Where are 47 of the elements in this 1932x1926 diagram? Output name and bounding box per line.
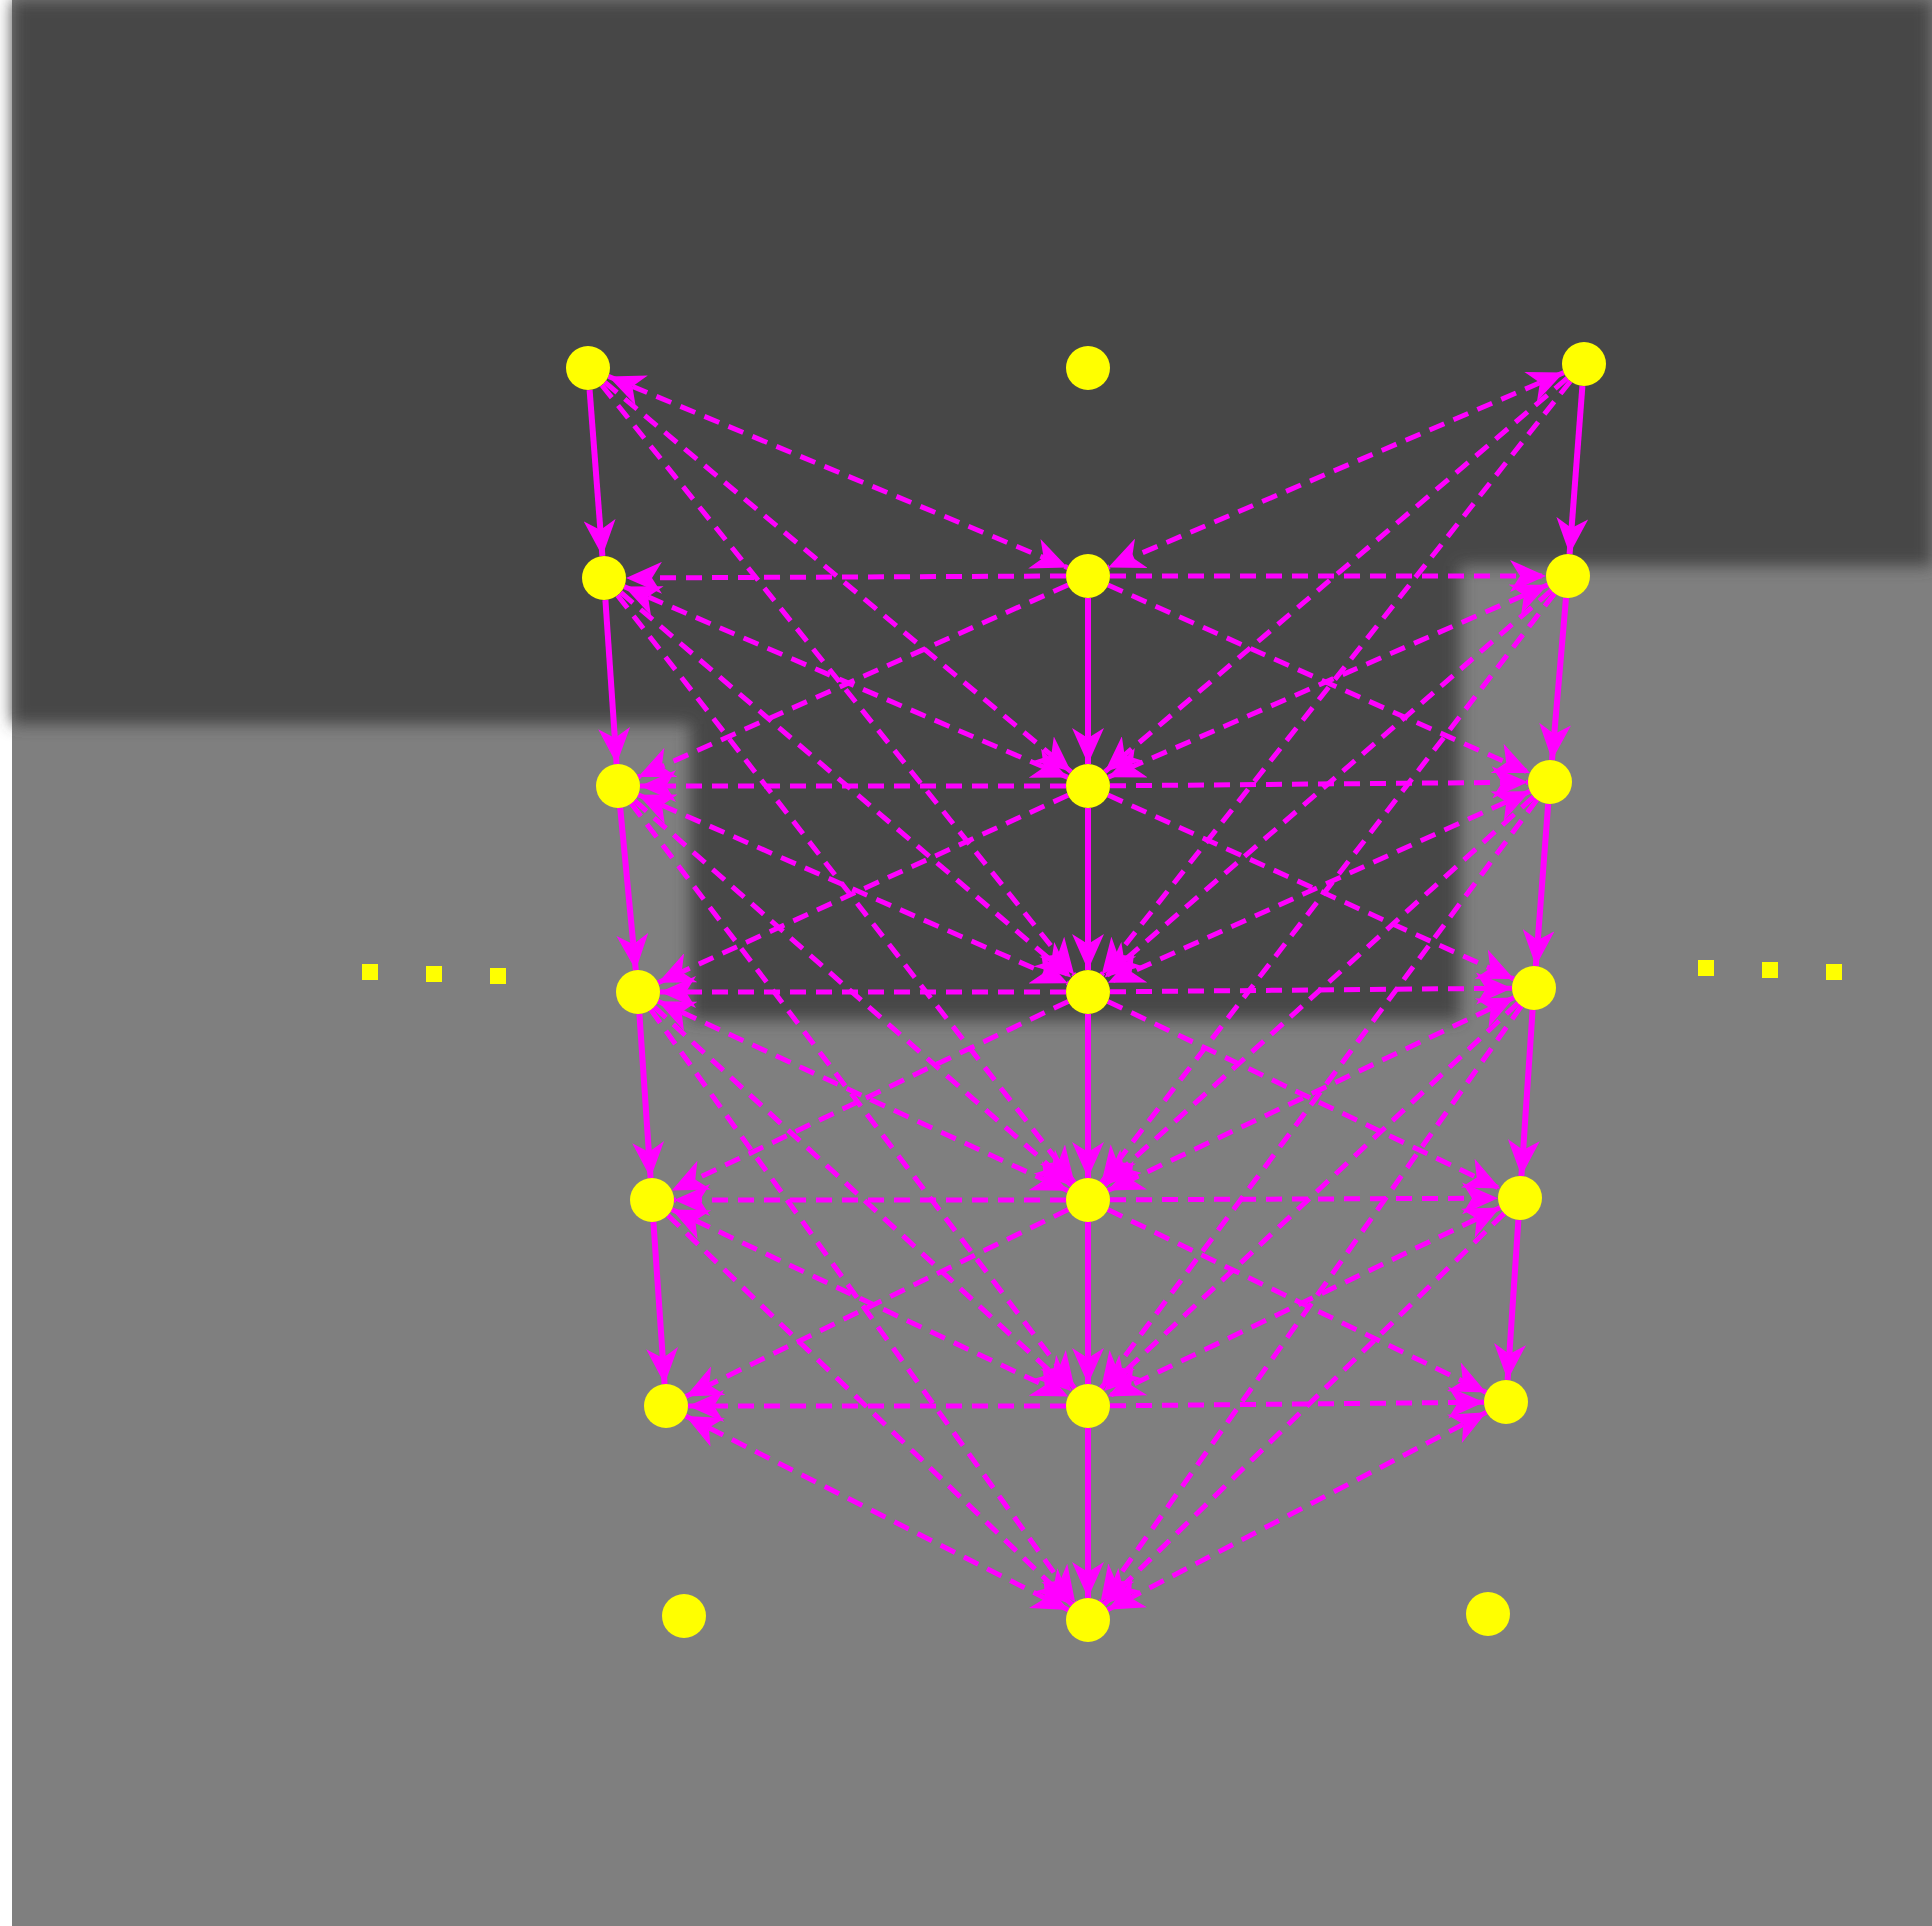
- dashed-arrow: [1107, 370, 1565, 570]
- dashed-arrow: [1102, 1211, 1506, 1607]
- arrow: [1539, 597, 1572, 761]
- dashed-arrow: [660, 976, 1066, 1008]
- dashed-arrow: [1109, 766, 1529, 799]
- dashed-arrow: [626, 561, 1066, 594]
- arrow: [1072, 808, 1104, 970]
- dashed-arrow: [1109, 972, 1513, 1005]
- dashed-arrow: [1099, 379, 1573, 977]
- dashed-arrow: [674, 1184, 1066, 1216]
- dashed-arrow: [1109, 1386, 1485, 1419]
- dashed-arrow: [648, 1008, 1078, 1604]
- arrow: [1507, 1009, 1540, 1177]
- dashed-arrow: [1099, 591, 1557, 1185]
- dashed-arrow: [1098, 1004, 1524, 1604]
- dashed-arrow: [632, 798, 1074, 1188]
- arrow: [598, 599, 631, 765]
- dashed-arrow: [1099, 798, 1539, 1390]
- dashed-arrow: [599, 383, 1077, 977]
- dashed-arrow: [1110, 1182, 1498, 1215]
- dashed-arrow: [607, 374, 1069, 570]
- dashed-arrow: [615, 593, 1077, 1185]
- arrow: [1072, 1428, 1104, 1598]
- arrow: [646, 1221, 679, 1385]
- dashed-arrow: [652, 1004, 1074, 1394]
- dashed-arrow: [688, 1390, 1066, 1422]
- dashed-arrow: [619, 590, 1073, 980]
- arrow: [1072, 1222, 1104, 1384]
- arrow: [632, 1013, 665, 1179]
- dashed-arrow: [1106, 1410, 1488, 1612]
- arrow: [1522, 803, 1555, 967]
- dashed-arrow: [1102, 1001, 1520, 1393]
- dashed-arrow: [640, 770, 1066, 802]
- arrow: [583, 389, 616, 557]
- arrow: [1556, 385, 1589, 555]
- dashed-arrow: [1110, 560, 1546, 592]
- arrow: [1494, 1219, 1526, 1381]
- arrow: [1072, 1014, 1104, 1178]
- arrow: [616, 807, 649, 971]
- dashed-arrow: [1102, 794, 1536, 1188]
- dashed-arrow: [666, 1213, 1074, 1607]
- dashed-arrow: [684, 1413, 1070, 1613]
- dashed-arrow: [1102, 588, 1554, 980]
- arrow: [1072, 598, 1104, 764]
- dashed-arrow: [603, 380, 1073, 774]
- dashed-arrow: [629, 802, 1077, 1390]
- dashed-arrow: [1103, 376, 1569, 774]
